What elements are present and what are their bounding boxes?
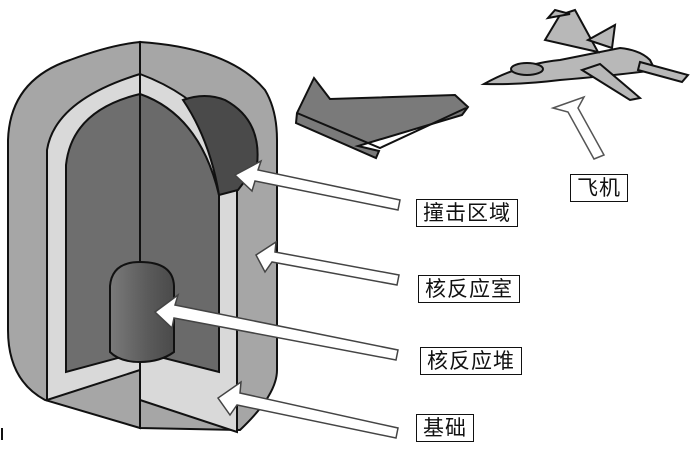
airplane-icon xyxy=(480,8,690,102)
reactor-core xyxy=(109,260,175,364)
label-foundation: 基础 xyxy=(416,414,474,442)
impact-zone-patch xyxy=(181,95,259,197)
callout-arrow-reactor-room xyxy=(255,240,400,286)
label-reactor-room: 核反应室 xyxy=(418,275,520,303)
callout-arrow-foundation xyxy=(216,380,399,439)
impact-direction-arrow xyxy=(294,76,470,160)
callout-arrow-impact xyxy=(233,159,401,211)
label-reactor-core: 核反应堆 xyxy=(420,347,522,375)
label-impact-zone: 撞击区域 xyxy=(416,199,518,227)
callout-arrows xyxy=(153,159,401,439)
label-airplane: 飞机 xyxy=(570,174,628,202)
containment-building xyxy=(7,40,278,434)
callout-arrow-reactor-core xyxy=(153,293,399,361)
airplane-pointer-arrow xyxy=(550,95,606,160)
